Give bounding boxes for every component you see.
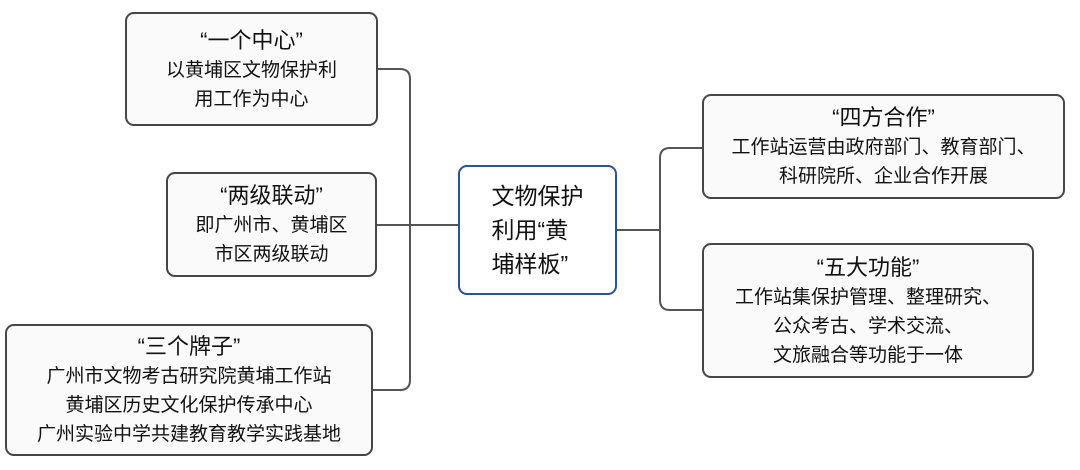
node-five-functions-line-3: 文旅融合等功能于一体 <box>772 344 963 366</box>
node-three-brands-line-3: 广州实验中学共建教育教学实践基地 <box>36 424 341 445</box>
node-three-brands-title: “三个牌子” <box>137 334 241 359</box>
node-three-brands-line-1: 广州市文物考古研究院黄埔工作站 <box>46 366 332 387</box>
node-one-center-title: “一个中心” <box>200 27 303 53</box>
node-one-center-line-2: 用工作为中心 <box>194 88 309 110</box>
left-bracket-connector <box>373 68 411 391</box>
node-one-center: “一个中心” 以黄埔区文物保护利 用工作为中心 <box>125 12 378 126</box>
node-two-level-line-2: 市区两级联动 <box>214 244 329 265</box>
node-four-party-cooperation: “四方合作” 工作站运营由政府部门、教育部门、 科研院所、企业合作开展 <box>702 94 1065 199</box>
node-huangpu-model-line-1: 文物保护 <box>491 183 584 209</box>
node-three-brands-line-2: 黄埔区历史文化保护传承中心 <box>65 395 313 416</box>
node-two-level-line-1: 即广州市、黄埔区 <box>195 215 348 236</box>
node-huangpu-model-line-2: 利用“黄 <box>491 217 569 243</box>
node-two-level-linkage: “两级联动” 即广州市、黄埔区 市区两级联动 <box>166 172 377 277</box>
node-four-party-title: “四方合作” <box>832 105 935 130</box>
node-five-functions-line-1: 工作站集保护管理、整理研究、 <box>734 286 1001 308</box>
node-five-functions-title: “五大功能” <box>816 254 920 280</box>
node-one-center-line-1: 以黄埔区文物保护利 <box>165 59 337 81</box>
node-three-brands: “三个牌子” 广州市文物考古研究院黄埔工作站 黄埔区历史文化保护传承中心 广州实… <box>5 324 373 456</box>
node-two-level-title: “两级联动” <box>220 183 323 208</box>
node-five-functions-line-2: 公众考古、学术交流、 <box>772 315 963 337</box>
node-four-party-line-2: 科研院所、企业合作开展 <box>778 166 988 187</box>
right-bracket-connector <box>659 147 703 311</box>
node-huangpu-model-text: 文物保护 利用“黄 埔样板” <box>492 179 584 281</box>
node-huangpu-model: 文物保护 利用“黄 埔样板” <box>458 165 617 295</box>
node-huangpu-model-line-3: 埔样板” <box>491 251 569 277</box>
node-five-functions: “五大功能” 工作站集保护管理、整理研究、 公众考古、学术交流、 文旅融合等功能… <box>702 243 1034 378</box>
node-four-party-line-1: 工作站运营由政府部门、教育部门、 <box>731 137 1036 158</box>
